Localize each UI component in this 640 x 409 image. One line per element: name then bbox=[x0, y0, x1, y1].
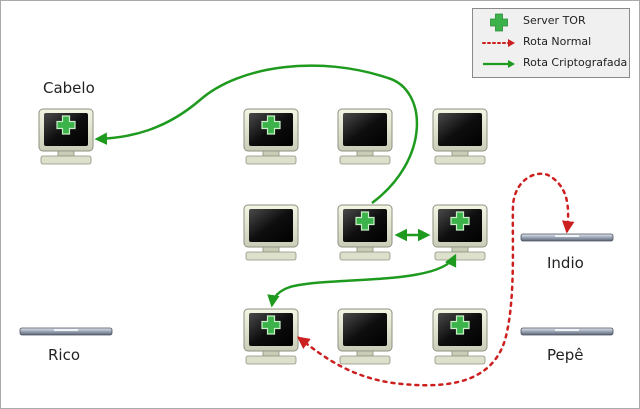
green-arrow-icon bbox=[483, 60, 515, 68]
computer bbox=[432, 108, 488, 165]
laptop-indio bbox=[520, 233, 614, 242]
laptop-rico bbox=[19, 327, 113, 336]
tor-server-computer bbox=[337, 204, 393, 261]
tor-server-computer bbox=[432, 204, 488, 261]
computer bbox=[337, 108, 393, 165]
laptop-pepe bbox=[520, 327, 614, 336]
computer bbox=[243, 204, 299, 261]
legend-label-server: Server TOR bbox=[523, 14, 586, 27]
user-label-rico: Rico bbox=[48, 346, 81, 364]
computer bbox=[337, 308, 393, 365]
tor-server-computer bbox=[38, 108, 94, 165]
tor-server-computer bbox=[432, 308, 488, 365]
red-dotted-arrow-icon bbox=[482, 39, 515, 47]
legend-label-encrypted-route: Rota Criptografada bbox=[523, 56, 628, 69]
user-label-cabelo: Cabelo bbox=[43, 79, 95, 97]
user-label-indio: Indio bbox=[547, 254, 584, 272]
legend: Server TOR Rota Normal Rota Criptografad… bbox=[472, 8, 630, 78]
user-label-pepe: Pepê bbox=[547, 346, 584, 364]
legend-label-normal-route: Rota Normal bbox=[523, 35, 592, 48]
encrypted-route-lower bbox=[267, 253, 457, 308]
tor-server-computer bbox=[243, 108, 299, 165]
normal-route-path bbox=[296, 172, 575, 387]
encrypted-route-to-cabelo bbox=[94, 64, 419, 205]
tor-server-computer bbox=[243, 308, 299, 365]
legend-item-normal-route: Rota Normal bbox=[473, 33, 629, 53]
legend-item-server: Server TOR bbox=[473, 12, 629, 32]
legend-item-encrypted-route: Rota Criptografada bbox=[473, 54, 629, 74]
tor-cross-icon bbox=[490, 13, 508, 32]
